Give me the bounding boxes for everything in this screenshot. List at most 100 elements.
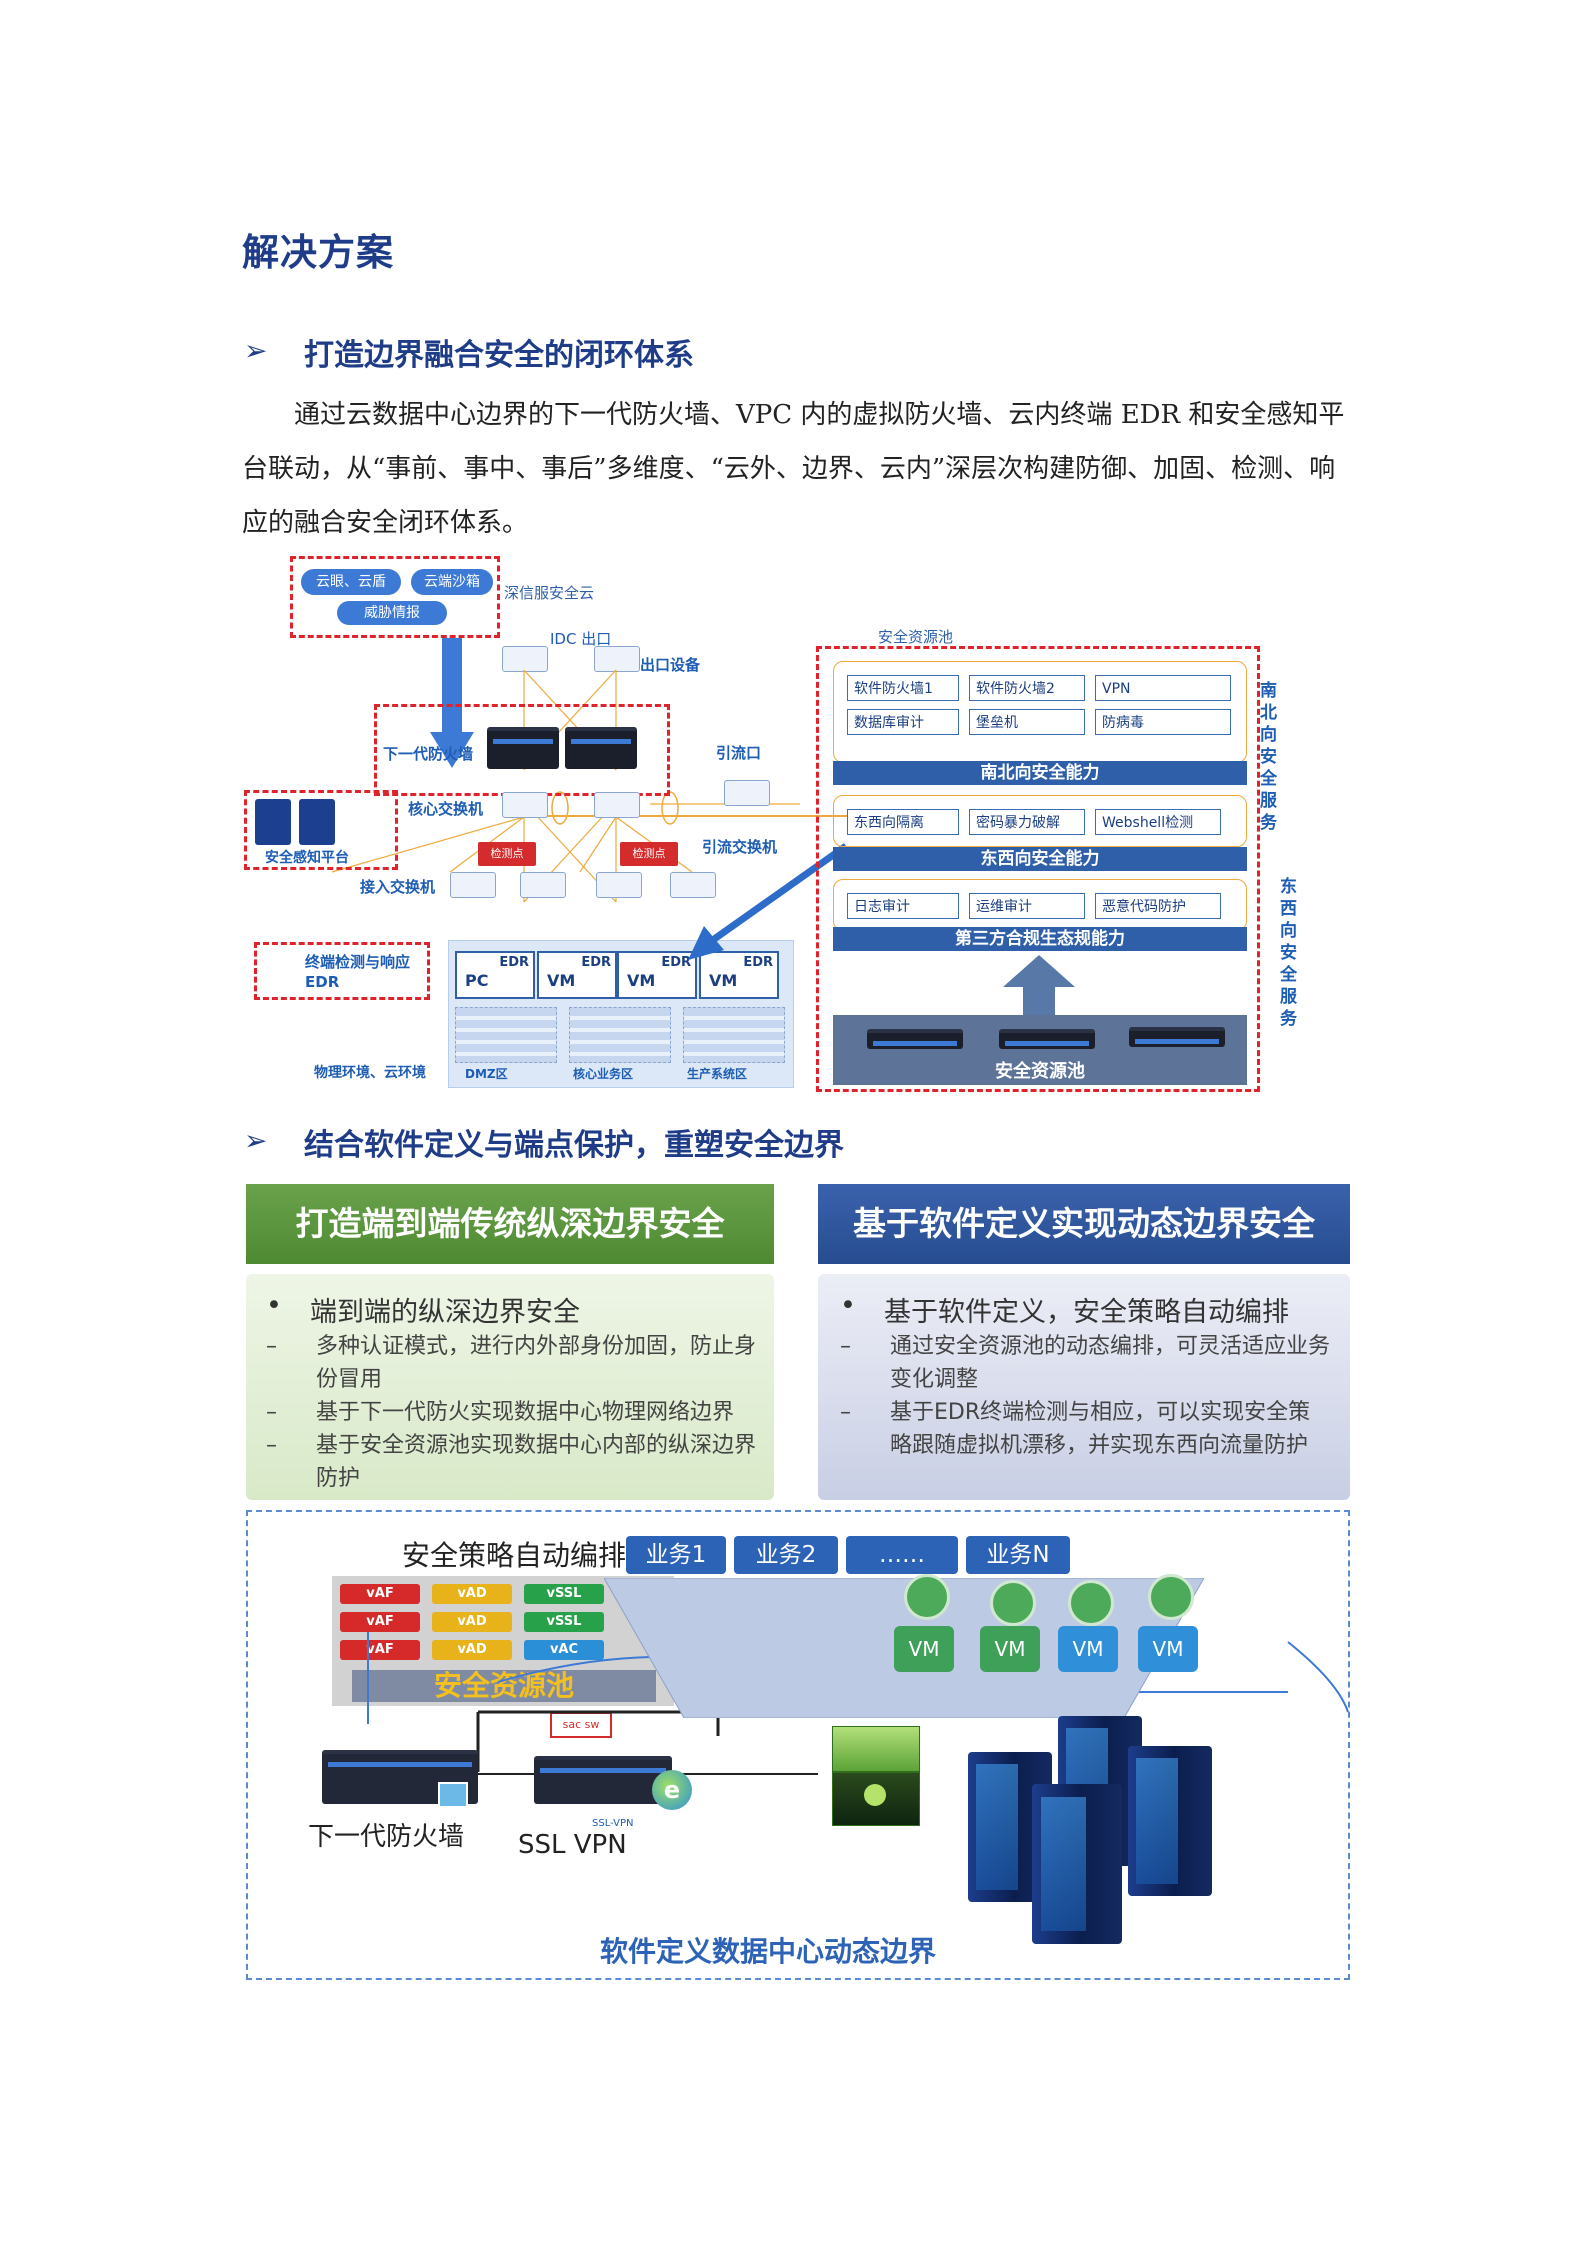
left-banner: 打造端到端传统纵深边界安全 — [246, 1184, 774, 1264]
ns-service-label: 南北向 安全服务 — [1260, 680, 1277, 834]
right-item: 通过安全资源池的动态编排，可灵活适应业务变化调整 — [890, 1334, 1331, 1392]
diversion-port-label: 引流口 — [716, 744, 762, 762]
tp-chip: 运维审计 — [969, 893, 1085, 919]
resource-pool-group: 软件防火墙1 软件防火墙2 VPN 数据库审计 堡垒机 防病毒 南北向安全能力 … — [816, 646, 1260, 1092]
pool-label: 安全资源池 — [352, 1670, 656, 1702]
access-switch-label: 接入交换机 — [360, 878, 436, 896]
access-switch-icon — [670, 872, 716, 898]
right-banner: 基于软件定义实现动态边界安全 — [818, 1184, 1350, 1264]
edr-host-box: VM EDR — [617, 951, 697, 999]
ns-bar: 南北向安全能力 — [833, 761, 1247, 785]
cloud-item: 威胁情报 — [337, 601, 447, 625]
ngfw-group: 下一代防火墙 — [374, 704, 670, 796]
edr-tag: EDR — [581, 955, 611, 970]
server-icon — [299, 799, 335, 845]
section2-title: 结合软件定义与端点保护，重塑安全边界 — [304, 1128, 844, 1163]
vm-tile: VM — [980, 1626, 1040, 1672]
section1-title: 打造边界融合安全的闭环体系 — [304, 338, 694, 373]
server-tower-icon — [1128, 1746, 1212, 1896]
agent-icon — [904, 1574, 950, 1620]
server-tower-icon — [1032, 1784, 1122, 1944]
down-arrow-icon — [430, 638, 474, 768]
egress-label: 出口设备 — [640, 656, 701, 674]
business-pill: 业务N — [966, 1536, 1070, 1574]
right-dash: – — [840, 1400, 851, 1425]
sense-platform-group: 安全感知平台 — [244, 790, 398, 870]
diversion-switch-label: 引流交换机 — [702, 838, 778, 856]
ssl-small-label: SSL-VPN — [592, 1818, 634, 1829]
right-dash: – — [840, 1334, 851, 1359]
vnf-vac: vAC — [524, 1640, 604, 1660]
vm-tile: VM — [894, 1626, 954, 1672]
right-panel: • 基于软件定义，安全策略自动编排 – 通过安全资源池的动态编排，可灵活适应业务… — [818, 1274, 1350, 1500]
ngfw-device-icon — [322, 1750, 478, 1804]
zone-label: 核心业务区 — [573, 1067, 634, 1081]
zone-label: DMZ区 — [465, 1067, 508, 1081]
tp-chip: 日志审计 — [847, 893, 959, 919]
right-panel-title: 基于软件定义，安全策略自动编排 — [884, 1297, 1289, 1328]
section2-bullet: ➢ — [244, 1124, 268, 1157]
edr-host: PC — [465, 971, 489, 990]
edr-host: VM — [547, 971, 576, 990]
ns-chip: 防病毒 — [1095, 709, 1231, 735]
edr-tag: EDR — [499, 955, 529, 970]
bottom-caption: 软件定义数据中心动态边界 — [600, 1935, 937, 1968]
edr-label-line2: EDR — [305, 973, 340, 991]
ew-service-label: 东西向 安全服务 — [1280, 876, 1297, 1030]
ns-chip: 堡垒机 — [969, 709, 1085, 735]
access-switch-icon — [596, 872, 642, 898]
core-switch-icon — [594, 792, 640, 818]
left-dash: – — [266, 1400, 277, 1425]
ew-chip: 密码暴力破解 — [969, 809, 1085, 835]
firewall-device-icon — [565, 727, 637, 769]
page-heading: 解决方案 — [242, 231, 394, 274]
ns-chip: VPN — [1095, 675, 1231, 701]
edr-tag: EDR — [743, 955, 773, 970]
ngfw-caption: 下一代防火墙 — [308, 1822, 465, 1852]
vnf-vssl: vSSL — [524, 1612, 604, 1632]
access-switch-icon — [450, 872, 496, 898]
sense-platform-label: 安全感知平台 — [265, 850, 349, 866]
zone-label: 生产系统区 — [687, 1067, 748, 1081]
agent-icon — [1148, 1574, 1194, 1620]
vnf-vaf: vAF — [340, 1640, 420, 1660]
cloud-item: 云眼、云盾 — [301, 569, 401, 595]
business-pill: 业务1 — [626, 1536, 726, 1574]
appliance-icon — [867, 1029, 963, 1049]
pool-bottom-label: 安全资源池 — [995, 1061, 1085, 1082]
edr-tag: EDR — [661, 955, 691, 970]
left-panel: • 端到端的纵深边界安全 – 多种认证模式，进行内外部身份加固，防止身份冒用 –… — [246, 1274, 774, 1500]
left-dash: – — [266, 1334, 277, 1359]
business-pill: …… — [846, 1536, 958, 1574]
ew-panel — [833, 795, 1247, 847]
appliance-icon — [1129, 1027, 1225, 1047]
probe-device: 检测点 — [620, 842, 678, 866]
cloud-label: 深信服安全云 — [504, 584, 595, 602]
right-item: 基于EDR终端检测与相应，可以实现安全策略跟随虚拟机漂移，并实现东西向流量防护 — [890, 1400, 1311, 1458]
edr-host-box: PC EDR — [455, 951, 535, 999]
up-arrow-icon — [1003, 955, 1075, 1015]
probe-device: 检测点 — [478, 842, 536, 866]
vnf-vad: vAD — [432, 1584, 512, 1604]
left-dash: – — [266, 1433, 277, 1458]
sslvpn-device-icon — [534, 1756, 672, 1804]
appliance-icon — [999, 1029, 1095, 1049]
cloud-group: 云眼、云盾 云端沙箱 威胁情报 — [290, 556, 500, 638]
left-panel-bullet: • — [266, 1290, 282, 1321]
zone-rack — [569, 1007, 671, 1063]
idc-label: IDC 出口 — [550, 630, 612, 648]
egress-router-icon — [594, 646, 640, 672]
section1-paragraph: 通过云数据中心边界的下一代防火墙、VPC 内的虚拟防火墙、云内终端 EDR 和安… — [242, 400, 1345, 538]
edr-host: VM — [627, 971, 656, 990]
tp-bar: 第三方合规生态规能力 — [833, 927, 1247, 951]
ns-service-line2: 安全服务 — [1260, 747, 1277, 833]
ns-chip: 软件防火墙2 — [969, 675, 1085, 701]
vnf-vaf: vAF — [340, 1584, 420, 1604]
right-panel-bullet: • — [840, 1290, 856, 1321]
vm-tile: VM — [1138, 1626, 1198, 1672]
ew-chip: 东西向隔离 — [847, 809, 959, 835]
vnf-vssl: vSSL — [524, 1584, 604, 1604]
edr-area: PC EDR VM EDR VM EDR VM EDR DMZ区 核心业务区 生… — [448, 940, 794, 1088]
core-switch-icon — [502, 792, 548, 818]
edr-label-line1: 终端检测与响应 — [305, 953, 411, 971]
